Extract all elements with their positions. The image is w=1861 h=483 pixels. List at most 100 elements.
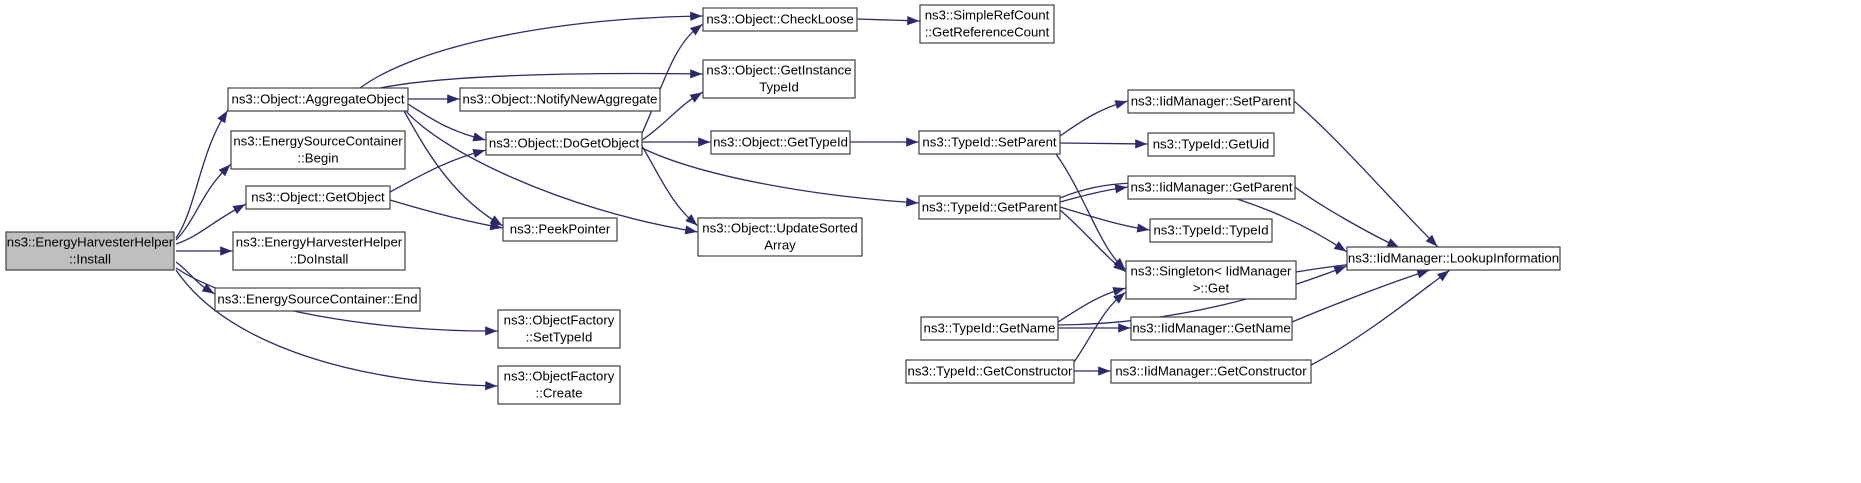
- node-label-line1: ns3::ObjectFactory: [504, 312, 615, 327]
- node-box[interactable]: [710, 130, 851, 155]
- edge-arrowhead: [690, 11, 703, 21]
- call-edge: [641, 145, 699, 227]
- edge-arrowhead: [1114, 184, 1128, 194]
- graph-node[interactable]: ns3::TypeId::GetConstructor: [905, 359, 1075, 384]
- graph-node[interactable]: ns3::Object::GetTypeId: [710, 130, 851, 155]
- call-edge: [1057, 265, 1348, 326]
- graph-node[interactable]: ns3::PeekPointer: [502, 217, 618, 242]
- node-label-line2: Array: [764, 237, 796, 252]
- graph-node[interactable]: ns3::Object::DoGetObject: [485, 131, 643, 156]
- graph-node[interactable]: ns3::ObjectFactory::SetTypeId: [497, 309, 621, 349]
- node-box[interactable]: [1147, 132, 1275, 157]
- node-box[interactable]: [497, 365, 621, 405]
- graph-node[interactable]: ns3::IidManager::GetConstructor: [1110, 359, 1312, 384]
- node-box[interactable]: [1346, 246, 1561, 271]
- call-edge: [1294, 186, 1401, 249]
- edge-arrowhead: [1425, 234, 1438, 247]
- node-label-line2: >::Get: [1193, 280, 1230, 295]
- node-box[interactable]: [702, 7, 858, 32]
- graph-node[interactable]: ns3::TypeId::TypeId: [1149, 218, 1273, 243]
- node-box[interactable]: [5, 231, 175, 271]
- graph-node[interactable]: ns3::Object::CheckLoose: [702, 7, 858, 32]
- node-label: ns3::IidManager::LookupInformation: [1348, 250, 1559, 265]
- node-box[interactable]: [230, 130, 406, 170]
- node-label: ns3::Object::DoGetObject: [489, 135, 640, 150]
- graph-node[interactable]: ns3::TypeId::GetName: [920, 316, 1059, 341]
- edge-arrowhead: [1136, 223, 1150, 233]
- call-edge: [641, 23, 704, 134]
- graph-node[interactable]: ns3::TypeId::GetParent: [918, 195, 1061, 220]
- graph-node[interactable]: ns3::Object::AggregateObject: [227, 87, 409, 112]
- node-box[interactable]: [919, 4, 1055, 44]
- graph-node[interactable]: ns3::TypeId::GetUid: [1147, 132, 1275, 157]
- node-box[interactable]: [918, 195, 1061, 220]
- graph-node[interactable]: ns3::IidManager::LookupInformation: [1346, 246, 1561, 271]
- edge-arrowhead: [1135, 139, 1148, 149]
- node-box[interactable]: [1125, 260, 1297, 300]
- node-box[interactable]: [227, 87, 409, 112]
- edge-arrowhead: [1098, 366, 1111, 376]
- call-edge: [175, 269, 499, 387]
- call-edge: [1293, 100, 1439, 248]
- node-box[interactable]: [1130, 316, 1293, 341]
- node-box[interactable]: [918, 130, 1061, 155]
- call-edge: [403, 110, 504, 227]
- edge-arrowhead: [1416, 269, 1430, 279]
- graph-node[interactable]: ns3::Object::NotifyNewAggregate: [459, 87, 661, 112]
- node-box[interactable]: [1149, 218, 1273, 243]
- node-box[interactable]: [459, 87, 661, 112]
- graph-node-root[interactable]: ns3::EnergyHarvesterHelper::Install: [5, 231, 175, 271]
- edge-arrowhead: [218, 164, 231, 177]
- call-edge: [175, 109, 229, 239]
- edge-arrowhead: [689, 92, 703, 103]
- node-box[interactable]: [905, 359, 1075, 384]
- node-box[interactable]: [697, 217, 863, 257]
- edge-arrowhead: [472, 148, 486, 158]
- node-box[interactable]: [502, 217, 618, 242]
- node-label: ns3::Object::CheckLoose: [706, 11, 853, 26]
- edge-arrowhead: [907, 15, 920, 26]
- node-label-line1: ns3::Singleton< IidManager: [1131, 263, 1293, 278]
- node-box[interactable]: [245, 185, 391, 210]
- node-box[interactable]: [232, 231, 406, 271]
- graph-node[interactable]: ns3::EnergySourceContainer::End: [214, 287, 421, 312]
- edge-arrowhead: [232, 204, 246, 215]
- node-box[interactable]: [702, 59, 856, 99]
- node-box[interactable]: [1127, 175, 1296, 200]
- node-label-line1: ns3::ObjectFactory: [504, 368, 615, 383]
- call-edge: [1059, 142, 1149, 145]
- node-box[interactable]: [497, 309, 621, 349]
- node-label: ns3::TypeId::GetUid: [1153, 136, 1270, 151]
- graph-node[interactable]: ns3::IidManager::GetParent: [1127, 175, 1296, 200]
- node-label-line2: ::DoInstall: [290, 251, 349, 266]
- graph-node[interactable]: ns3::IidManager::GetName: [1130, 316, 1293, 341]
- node-label: ns3::IidManager::GetConstructor: [1115, 363, 1307, 378]
- edge-arrowhead: [1333, 266, 1347, 275]
- call-edge: [1059, 206, 1151, 231]
- graph-node[interactable]: ns3::SimpleRefCount::GetReferenceCount: [919, 4, 1055, 44]
- graph-node[interactable]: ns3::ObjectFactory::Create: [497, 365, 621, 405]
- node-box[interactable]: [920, 316, 1059, 341]
- graph-node[interactable]: ns3::Singleton< IidManager>::Get: [1125, 260, 1297, 300]
- node-label: ns3::TypeId::GetConstructor: [908, 363, 1074, 378]
- node-label-line1: ns3::EnergySourceContainer: [233, 133, 403, 148]
- edge-arrowhead: [472, 132, 486, 142]
- call-edge: [1310, 269, 1451, 366]
- call-edge: [1291, 269, 1431, 323]
- call-edge: [641, 147, 920, 204]
- node-box[interactable]: [1127, 89, 1295, 114]
- node-label: ns3::EnergySourceContainer::End: [217, 291, 417, 306]
- edge-arrowhead: [1113, 292, 1126, 304]
- graph-node[interactable]: ns3::EnergyHarvesterHelper::DoInstall: [232, 231, 406, 271]
- node-box[interactable]: [485, 131, 643, 156]
- graph-node[interactable]: ns3::TypeId::SetParent: [918, 130, 1061, 155]
- node-box[interactable]: [214, 287, 421, 312]
- node-label: ns3::IidManager::SetParent: [1131, 93, 1292, 108]
- graph-node[interactable]: ns3::IidManager::SetParent: [1127, 89, 1295, 114]
- node-box[interactable]: [1110, 359, 1312, 384]
- edge-arrowhead: [685, 214, 698, 226]
- graph-node[interactable]: ns3::EnergySourceContainer::Begin: [230, 130, 406, 170]
- graph-node[interactable]: ns3::Object::GetObject: [245, 185, 391, 210]
